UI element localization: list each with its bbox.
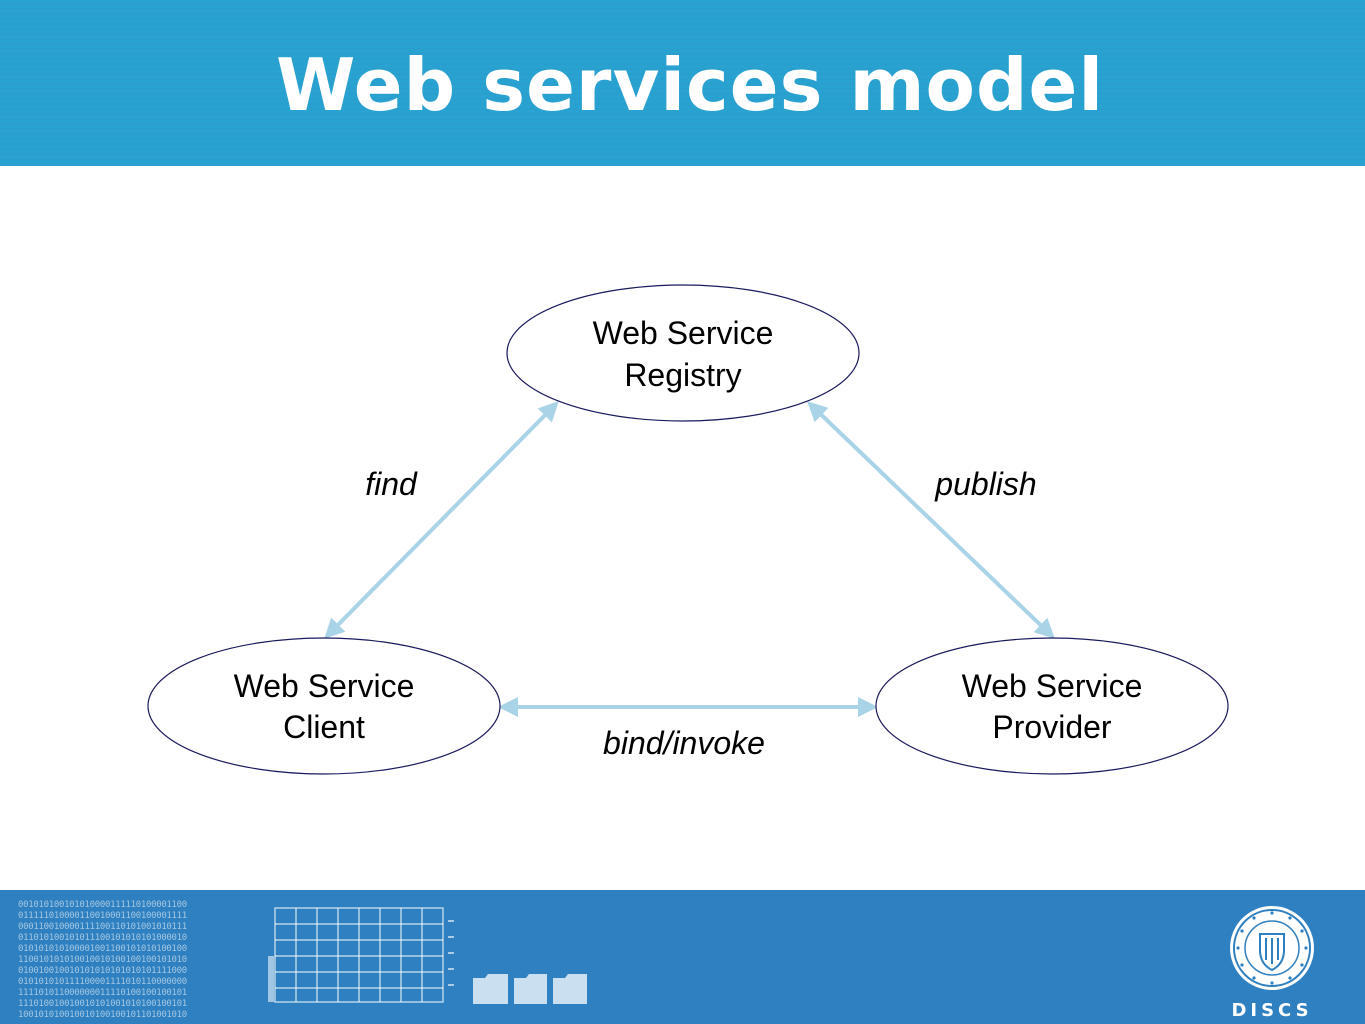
find-label: find	[365, 466, 418, 502]
client-label-line2: Client	[283, 709, 365, 745]
registry-label-line2: Registry	[624, 357, 741, 393]
grid-chart-decoration	[268, 907, 587, 1004]
client-node: Web Service Client	[147, 637, 501, 775]
registry-node: Web Service Registry	[506, 284, 860, 422]
title-bar: Web services model	[0, 0, 1365, 166]
publish-arrow	[807, 401, 1055, 639]
client-label-line1: Web Service	[234, 668, 415, 704]
provider-ellipse	[875, 637, 1229, 775]
discs-brand-label: DISCS	[1231, 1000, 1313, 1021]
provider-label-line2: Provider	[992, 709, 1112, 745]
registry-ellipse	[506, 284, 860, 422]
publish-label: publish	[934, 466, 1036, 502]
provider-label-line1: Web Service	[962, 668, 1143, 704]
bind-invoke-label: bind/invoke	[603, 725, 765, 761]
footer-banner: 001010100101010000111110100001100 011111…	[0, 890, 1365, 1024]
ateneo-seal-logo	[1230, 906, 1314, 990]
find-arrow	[324, 401, 559, 639]
registry-label-line1: Web Service	[593, 315, 774, 351]
slide-title: Web services model	[275, 43, 1105, 127]
provider-node: Web Service Provider	[875, 637, 1229, 775]
client-ellipse	[147, 637, 501, 775]
binary-pattern-decoration: 001010100101010000111110100001100 011111…	[18, 900, 187, 1020]
